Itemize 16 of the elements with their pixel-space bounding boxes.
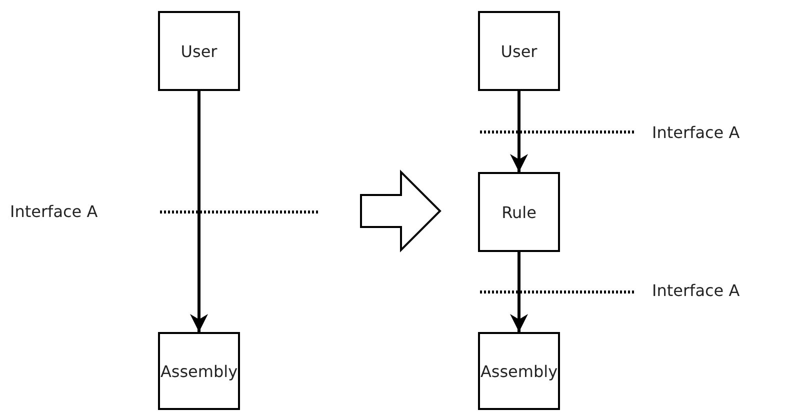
arrow [510,252,528,332]
interface-label: Interface A [10,202,98,222]
box-label: Assembly [160,362,238,380]
process-box [158,11,240,91]
arrow [510,91,528,172]
interface-label: Interface A [652,281,740,301]
interface-label: Interface A [652,123,740,143]
box-label: User [500,42,538,60]
box-label: User [180,42,218,60]
process-box [478,172,560,252]
box-label: Rule [502,202,536,222]
process-box [158,332,240,410]
arrow [190,91,208,332]
process-box [478,11,560,91]
process-box [478,332,560,410]
box-label: Assembly [480,362,558,380]
